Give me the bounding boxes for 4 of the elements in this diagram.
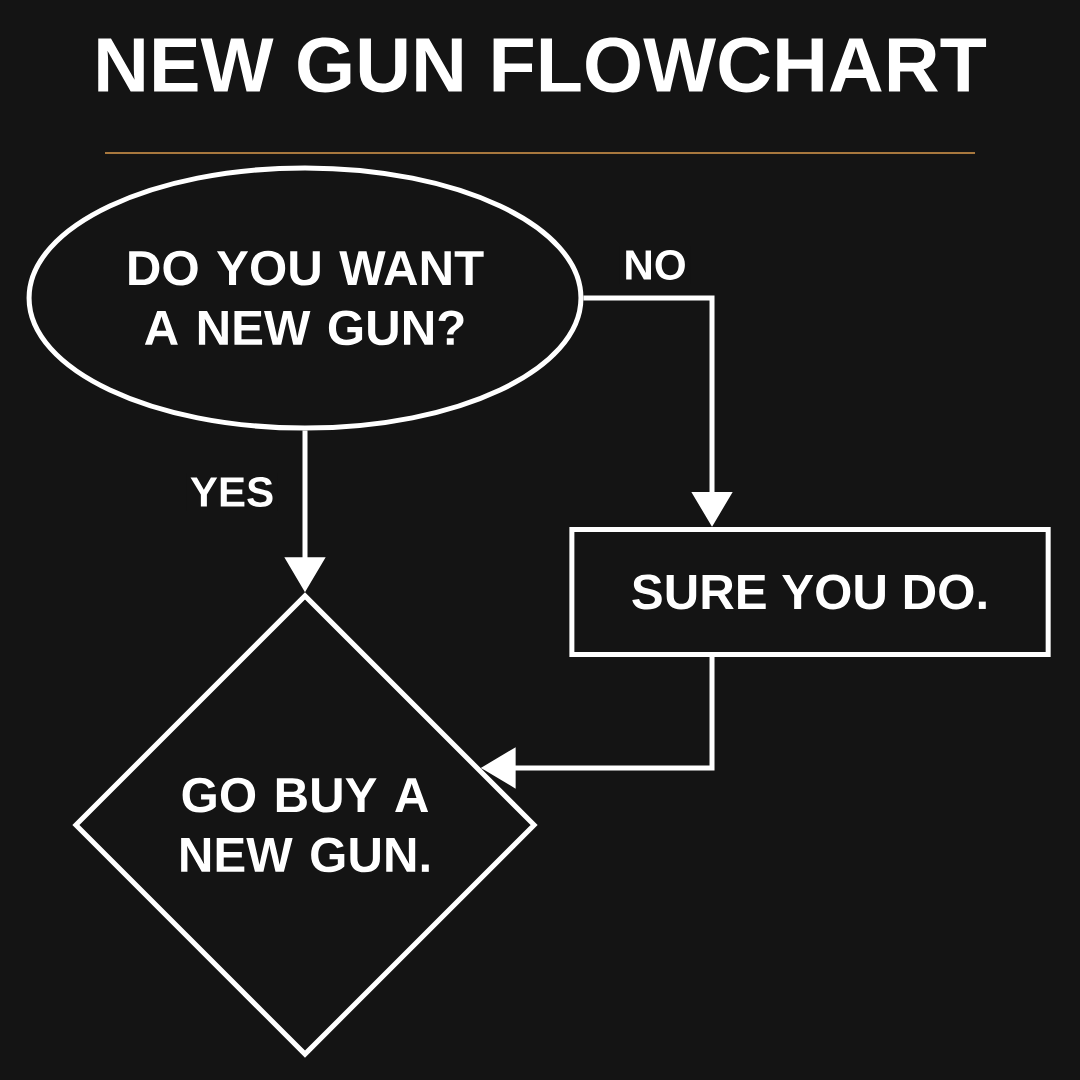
process-box: SURE YOU DO.: [569, 526, 1051, 658]
edge-label: NO: [619, 246, 691, 284]
edge-label: YES: [186, 473, 278, 511]
title: NEW GUN FLOWCHART: [98, 37, 987, 93]
